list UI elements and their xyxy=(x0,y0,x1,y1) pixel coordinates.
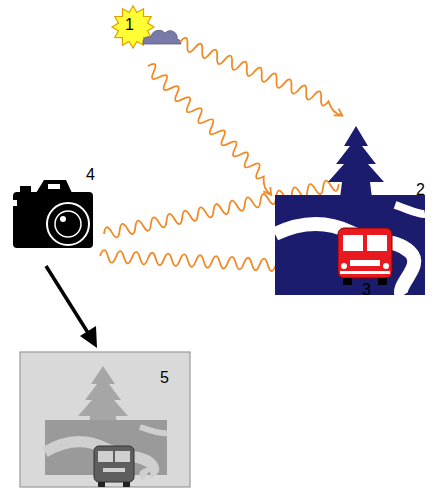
light-wave xyxy=(140,62,280,197)
bus-body xyxy=(338,228,392,278)
arrow-shaft xyxy=(46,266,90,336)
bus-wheel xyxy=(343,278,352,285)
bus-grille xyxy=(350,260,380,266)
bus xyxy=(338,228,392,285)
bus-headlight xyxy=(383,263,389,269)
bus-headlight xyxy=(341,263,347,269)
photo-bus-wheel xyxy=(123,482,130,487)
photo-tree xyxy=(78,366,128,426)
camera-button xyxy=(20,186,31,193)
light-wave xyxy=(142,62,281,195)
cloud xyxy=(143,30,181,44)
photo-bus-window xyxy=(115,451,130,462)
camera xyxy=(13,180,93,248)
camera-lens-glint xyxy=(60,216,66,222)
road xyxy=(395,205,425,214)
callout-number: 5 xyxy=(160,369,169,387)
bus-wheel xyxy=(378,278,387,285)
photo-bus-window xyxy=(98,451,113,462)
photo-frame xyxy=(20,352,190,487)
callout-number: 1 xyxy=(125,16,134,34)
arrowhead xyxy=(80,326,97,348)
road xyxy=(275,224,414,296)
light-wave xyxy=(177,36,348,115)
bus-window xyxy=(343,235,363,251)
callout-number: 4 xyxy=(86,166,95,184)
photo-bus-wheel xyxy=(98,482,105,487)
light-wave xyxy=(176,36,348,118)
camera-body xyxy=(13,192,93,248)
bus-window xyxy=(367,235,387,251)
camera-viewfinder xyxy=(48,184,60,189)
photo xyxy=(20,352,190,487)
camera-lug xyxy=(13,200,17,206)
photo-bus xyxy=(94,446,134,482)
callout-number: 3 xyxy=(362,281,371,299)
camera-lens xyxy=(47,203,89,245)
camera-prism xyxy=(36,180,72,193)
wave-arrowhead xyxy=(334,108,344,118)
bus-bumper xyxy=(340,271,390,274)
tree xyxy=(328,126,384,198)
photo-bus-grille xyxy=(103,468,125,472)
photo-road xyxy=(140,427,167,433)
callout-number: 2 xyxy=(416,181,425,199)
camera-lens xyxy=(55,211,81,237)
landscape xyxy=(275,195,425,295)
